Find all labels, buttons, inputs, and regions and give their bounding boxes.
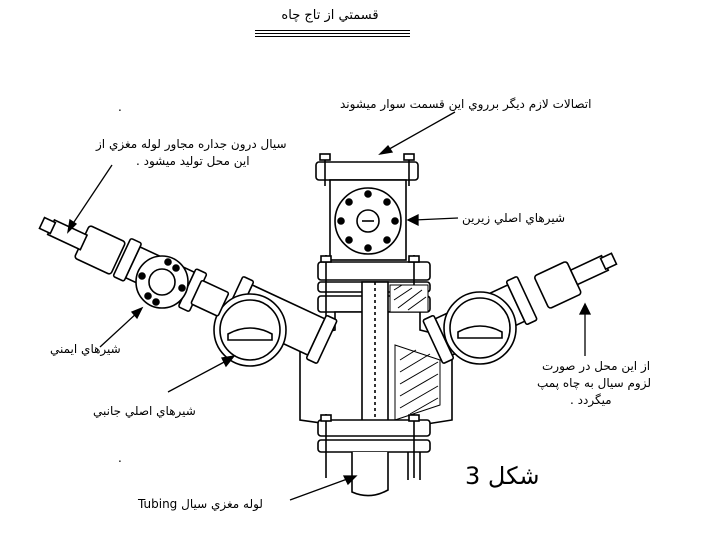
label-pump-line3: ميگردد . — [570, 393, 612, 407]
label-lower-master-valve: شيرهاي اصلي زيرين — [462, 211, 566, 225]
right-side-valve-wheel — [443, 291, 517, 365]
left-side-valve-wheel — [213, 293, 287, 367]
hatched-section — [389, 284, 441, 421]
arrow-tubing — [289, 477, 351, 501]
stray-dot: . — [118, 100, 122, 114]
arrow-lower-master — [413, 217, 459, 221]
title-underline — [255, 33, 410, 34]
arrow-safety — [99, 311, 139, 348]
label-annulus-line1: سيال درون جداره مجاور لوله مغزي از — [96, 137, 287, 151]
label-pump-line2: لزوم سيال به چاه پمپ — [537, 376, 652, 390]
bottom-flanges — [317, 414, 431, 480]
tubing-pipe — [351, 452, 389, 497]
right-outlet — [534, 252, 618, 309]
label-side-master-valves: شيرهاي اصلي جانبي — [93, 404, 196, 418]
arrow-annulus — [69, 164, 113, 229]
label-annulus-line2: اين محل توليد ميشود . — [136, 154, 250, 168]
page-title: قسمتي از تاج چاه — [281, 8, 379, 23]
label-fittings: اتصالات لازم ديگر برروي اين قسمت سوار مي… — [340, 97, 592, 111]
title-underline — [255, 30, 410, 31]
label-tubing: لوله مغزي سيال Tubing — [138, 497, 263, 511]
figure-label: شکل 3 — [465, 462, 540, 490]
left-outlet — [38, 216, 126, 275]
title-underline — [255, 36, 410, 37]
label-pump-line1: از اين محل در صورت — [542, 359, 651, 373]
left-safety-valve-wheel — [135, 255, 189, 309]
stray-dot: . — [118, 451, 122, 465]
arrow-fittings — [383, 111, 456, 153]
arrow-side-master — [167, 359, 229, 393]
label-safety-valves: شيرهاي ايمني — [50, 342, 121, 356]
lower-master-valve-wheel — [334, 187, 402, 255]
